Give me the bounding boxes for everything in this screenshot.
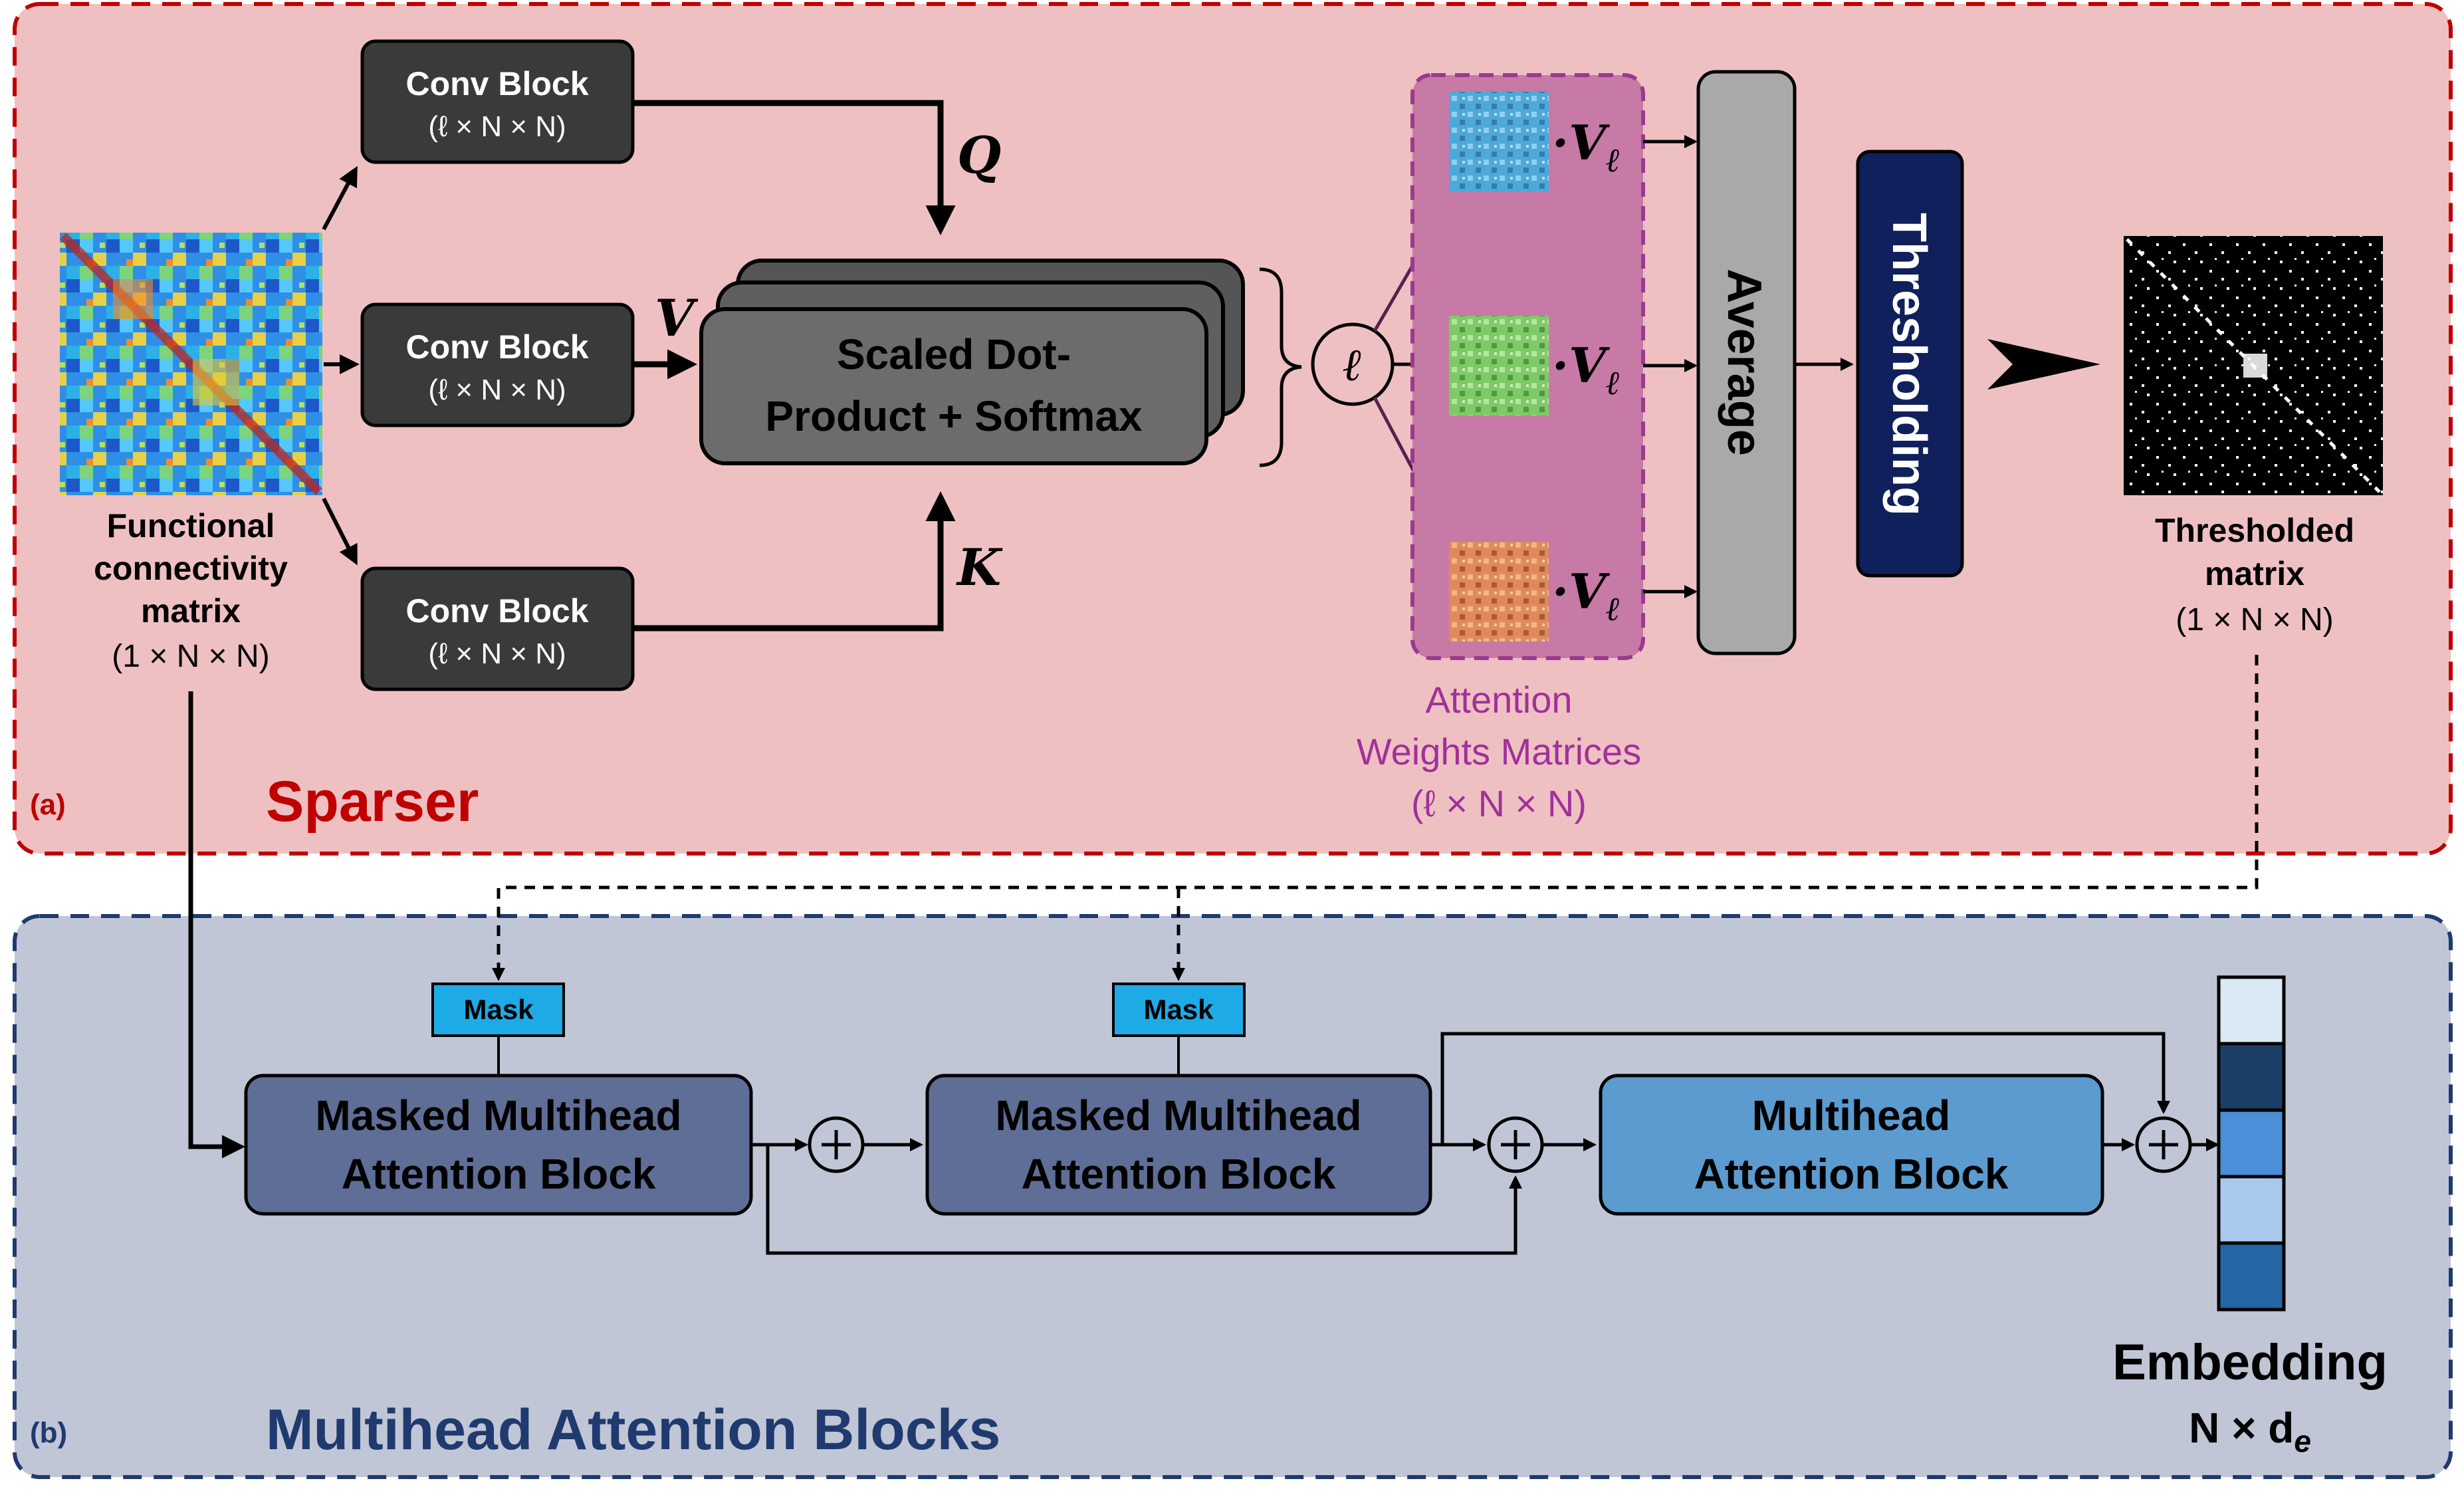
fc-matrix-label-3: matrix xyxy=(141,592,241,630)
head-count-symbol: ℓ xyxy=(1343,338,1362,392)
arrow-q-to-dot xyxy=(633,100,956,235)
conv-block-v: Conv Block (ℓ × N × N) xyxy=(360,302,635,427)
skip-mha2-to-plus3 xyxy=(1440,1032,2170,1145)
section-b-title: Multihead Attention Blocks xyxy=(266,1398,1000,1462)
average-label: Average xyxy=(1718,269,1771,456)
thresholded-matrix-image xyxy=(2124,236,2383,495)
embedding-cell xyxy=(2217,1175,2286,1245)
arrow-threshold-to-output xyxy=(1987,339,2100,390)
embedding-cell xyxy=(2217,975,2286,1046)
arrow-fc-to-mha-1 xyxy=(188,691,245,1159)
conv-block-v-dims: (ℓ × N × N) xyxy=(428,374,566,406)
head-count-node xyxy=(1311,322,1395,406)
conv-block-q-dims: (ℓ × N × N) xyxy=(428,110,566,143)
attention-map-orange xyxy=(1449,542,1549,641)
masked-mha-block-1: Masked Multihead Attention Block xyxy=(244,1074,753,1216)
attention-label-2: Weights Matrices xyxy=(1357,731,1641,772)
fc-matrix-image xyxy=(60,233,322,495)
mask-box-1-label: Mask xyxy=(463,994,534,1025)
attention-label-1: Attention xyxy=(1425,679,1572,721)
v-multiplier-3: ·Vℓ xyxy=(1552,563,1620,628)
mha-block-3: Multihead Attention Block xyxy=(1599,1074,2104,1216)
section-a-tag: (a) xyxy=(30,788,66,821)
embedding-label: Embedding xyxy=(2112,1334,2388,1391)
fc-matrix-label-1: Functional xyxy=(107,507,275,544)
arrow-fc-to-conv-q xyxy=(322,166,358,231)
embedding-cell xyxy=(2217,1042,2286,1112)
conv-block-q-title: Conv Block xyxy=(405,65,588,102)
conv-block-k-dims: (ℓ × N × N) xyxy=(428,637,566,670)
thresholded-label-2: matrix xyxy=(2205,555,2304,592)
thresholding-block xyxy=(1856,150,1964,578)
v-multiplier-1: ·Vℓ xyxy=(1552,114,1620,179)
conv-block-k: Conv Block (ℓ × N × N) xyxy=(360,566,635,691)
q-label: Q xyxy=(957,126,1001,185)
scaled-dot-line1: Scaled Dot- xyxy=(837,330,1071,378)
embedding-cell xyxy=(2217,1241,2286,1312)
k-label: K xyxy=(956,538,1003,597)
thresholding-label: Thresholding xyxy=(1882,213,1936,516)
arrow-fc-to-conv-k xyxy=(322,497,358,566)
masked-mha-1-line2: Attention Block xyxy=(342,1150,656,1198)
mha-3-line2: Attention Block xyxy=(1694,1150,2009,1198)
fc-matrix-label-2: connectivity xyxy=(94,550,288,587)
thresholded-dims: (1 × N × N) xyxy=(2176,602,2333,637)
arrow-k-to-dot xyxy=(633,491,956,632)
embedding-dims: N × de xyxy=(2189,1404,2311,1458)
mask-box-1: Mask xyxy=(431,983,565,1076)
heads-brace xyxy=(1259,267,1302,467)
section-b-tag: (b) xyxy=(30,1417,67,1449)
masked-mha-2-line2: Attention Block xyxy=(1022,1150,1336,1198)
conv-block-q: Conv Block (ℓ × N × N) xyxy=(360,39,635,164)
attention-label-3: (ℓ × N × N) xyxy=(1411,782,1587,824)
mask-box-2: Mask xyxy=(1112,983,1246,1076)
thresholded-label-1: Thresholded xyxy=(2155,512,2354,549)
conv-block-k-title: Conv Block xyxy=(405,592,588,630)
scaled-dot-line2: Product + Softmax xyxy=(765,392,1143,440)
plus-node-2 xyxy=(1487,1116,1544,1173)
embedding-vector xyxy=(2217,975,2286,1312)
masked-mha-1-line1: Masked Multihead xyxy=(315,1092,681,1139)
v-label: V xyxy=(655,289,699,348)
section-a-title: Sparser xyxy=(266,770,479,834)
masked-mha-2-line1: Masked Multihead xyxy=(995,1092,1361,1139)
v-multiplier-2: ·Vℓ xyxy=(1552,337,1620,402)
embedding-cell xyxy=(2217,1108,2286,1179)
scaled-dot-product-block: Scaled Dot- Product + Softmax xyxy=(699,259,1245,465)
skip-mha1-to-plus2 xyxy=(766,1145,1522,1255)
conv-block-v-title: Conv Block xyxy=(405,328,588,366)
plus-node-1 xyxy=(808,1116,865,1173)
attention-map-blue xyxy=(1449,92,1549,191)
fc-matrix-dims: (1 × N × N) xyxy=(112,639,269,674)
mha-3-line1: Multihead xyxy=(1752,1092,1951,1139)
masked-mha-block-2: Masked Multihead Attention Block xyxy=(925,1074,1432,1216)
mask-dashed-line xyxy=(492,655,2259,981)
plus-node-3 xyxy=(2135,1116,2192,1173)
attention-map-green xyxy=(1449,316,1549,415)
mask-box-2-label: Mask xyxy=(1143,994,1214,1025)
